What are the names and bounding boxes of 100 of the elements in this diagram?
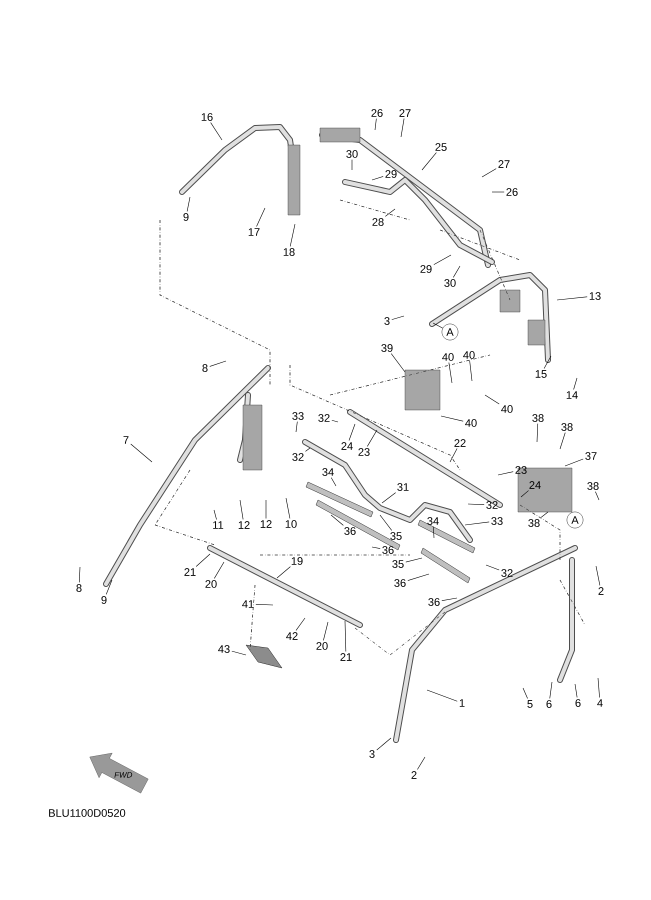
callout-number: 20 <box>316 642 328 650</box>
leader-line <box>296 618 306 631</box>
callout-number: 1 <box>460 699 465 707</box>
callout-number: 6 <box>576 699 581 707</box>
callout-number: 26 <box>506 188 518 196</box>
leader-line <box>214 510 217 520</box>
leader-line <box>286 498 290 519</box>
callout-number: 10 <box>286 520 297 528</box>
leader-line <box>256 208 266 227</box>
leader-line <box>595 491 600 500</box>
callout-number: 6 <box>546 700 552 708</box>
leader-line <box>482 168 496 178</box>
callout-number: 25 <box>435 143 447 151</box>
callout-number: 9 <box>183 213 189 221</box>
leader-line <box>564 458 584 466</box>
leader-line <box>549 682 552 699</box>
leader-line <box>408 574 430 581</box>
callout-number: 36 <box>394 579 406 587</box>
callout-number: 23 <box>515 466 527 474</box>
callout-number: 32 <box>292 453 304 461</box>
callout-number: 38 <box>561 423 573 431</box>
callout-number: 12 <box>260 520 272 528</box>
callout-number: 3 <box>369 750 375 758</box>
callout-number: 27 <box>399 109 411 117</box>
callout-number: 40 <box>501 405 513 413</box>
callout-number: 31 <box>397 483 409 491</box>
callout-number: 9 <box>101 596 107 604</box>
leader-line <box>214 562 224 579</box>
callout-number: 41 <box>242 600 254 608</box>
leader-line <box>442 598 458 601</box>
leader-line <box>540 512 548 518</box>
leader-line <box>426 690 458 702</box>
leader-line <box>290 224 296 247</box>
callout-number: 18 <box>284 248 295 256</box>
callout-number: 5 <box>527 700 533 708</box>
leader-line <box>374 118 377 130</box>
leader-line <box>323 622 328 641</box>
leader-line <box>596 566 600 586</box>
leader-line <box>453 266 460 278</box>
leader-line <box>256 604 274 606</box>
leader-line <box>574 684 578 698</box>
callout-number: 11 <box>213 521 224 529</box>
leader-line <box>330 477 336 486</box>
leader-line <box>391 316 404 320</box>
leader-line <box>484 394 500 404</box>
callout-number: 35 <box>392 560 404 568</box>
callout-number: 38 <box>587 482 599 490</box>
callout-number: 24 <box>341 442 353 450</box>
callout-number: 36 <box>382 546 394 554</box>
callout-number: 22 <box>454 439 466 447</box>
callout-number: 29 <box>385 170 397 178</box>
callout-number: 26 <box>371 109 383 117</box>
callout-number: 33 <box>292 412 304 420</box>
callout-number: 38 <box>532 414 544 422</box>
callout-number: 43 <box>218 645 230 653</box>
callout-number: 2 <box>598 587 604 595</box>
leader-line <box>78 566 80 583</box>
callout-number: 12 <box>238 521 250 529</box>
leader-line <box>469 360 472 382</box>
callout-number: 2 <box>412 771 417 779</box>
leader-line <box>376 738 392 750</box>
leader-line <box>130 444 152 462</box>
callout-number: 33 <box>491 517 503 525</box>
leader-line <box>305 448 310 452</box>
leader-line <box>434 254 452 265</box>
leader-line <box>296 421 298 432</box>
callout-number: 32 <box>486 501 498 509</box>
callout-number: 40 <box>463 351 475 359</box>
leader-line <box>520 490 529 498</box>
leader-line <box>417 756 426 770</box>
callout-number: 30 <box>346 150 358 158</box>
leader-line <box>406 558 422 562</box>
leader-line <box>486 564 500 570</box>
callout-number: 39 <box>381 344 393 352</box>
callout-number: 27 <box>498 160 510 168</box>
callout-number: 37 <box>585 452 597 460</box>
callout-number: 15 <box>536 370 547 378</box>
callout-number: 40 <box>442 353 454 361</box>
callout-number: 13 <box>590 292 601 300</box>
callout-number: 16 <box>202 113 213 121</box>
leader-line <box>400 118 404 138</box>
callout-number: 19 <box>292 557 303 565</box>
leader-line <box>210 122 222 140</box>
leader-line <box>382 492 396 504</box>
callout-number: 3 <box>384 317 390 325</box>
callout-number: 21 <box>340 653 352 661</box>
callout-number: 36 <box>344 527 356 535</box>
callout-number: 17 <box>248 228 260 236</box>
leader-line <box>380 514 392 531</box>
callout-number: 34 <box>427 517 439 525</box>
leader-line <box>560 432 566 450</box>
callout-number: 4 <box>597 699 603 707</box>
leader-line <box>372 176 384 180</box>
leader-line <box>498 471 514 476</box>
leader-line <box>432 322 443 328</box>
leader-line <box>106 580 112 595</box>
callout-number: 7 <box>124 436 128 444</box>
leader-line <box>332 420 338 422</box>
leader-line <box>240 500 244 520</box>
callout-number: 40 <box>465 419 477 427</box>
